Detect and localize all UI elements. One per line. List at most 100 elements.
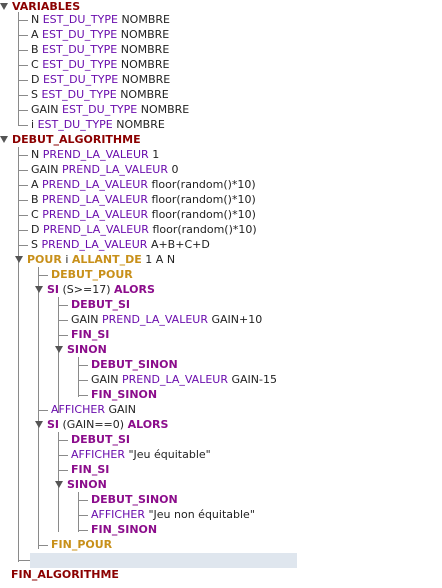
si-node[interactable]: SI (GAIN==0) ALORS [35, 418, 168, 432]
keyword: EST_DU_TYPE [42, 58, 118, 71]
afficher-line[interactable]: AFFICHER "Jeu équitable" [71, 448, 211, 462]
value: GAIN+10 [211, 313, 263, 326]
assign-line[interactable]: D PREND_LA_VALEUR floor(random()*10) [31, 223, 257, 237]
value: "Jeu non équitable" [148, 508, 255, 521]
variable-line[interactable]: C EST_DU_TYPE NOMBRE [31, 58, 169, 72]
expand-triangle-icon[interactable] [0, 135, 8, 143]
value: GAIN [108, 403, 136, 416]
sinon-node[interactable]: SINON [55, 343, 107, 357]
tree-connector [78, 530, 88, 531]
fin-si-line[interactable]: FIN_SI [71, 328, 109, 342]
tree-connector [58, 297, 59, 413]
keyword: PREND_LA_VALEUR [62, 163, 168, 176]
assign-line[interactable]: C PREND_LA_VALEUR floor(random()*10) [31, 208, 256, 222]
assign-line[interactable]: B PREND_LA_VALEUR floor(random()*10) [31, 193, 256, 207]
value: "Jeu équitable" [128, 448, 211, 461]
fin-algorithme-line[interactable]: FIN_ALGORITHME [11, 568, 119, 582]
tree-connector [58, 440, 68, 441]
debut-pour-line[interactable]: DEBUT_POUR [51, 268, 133, 282]
afficher-line[interactable]: AFFICHER "Jeu non équitable" [91, 508, 255, 522]
var-name: B [31, 43, 39, 56]
var-name: N [31, 148, 40, 161]
value: 0 [171, 163, 179, 176]
var-name: B [31, 193, 39, 206]
var-name: i [31, 118, 35, 131]
alors-keyword: ALORS [127, 418, 169, 431]
keyword: PREND_LA_VALEUR [42, 193, 148, 206]
debut-si-label: DEBUT_SI [71, 433, 130, 446]
fin-si-label: FIN_SI [71, 328, 110, 341]
debut-pour-label: DEBUT_POUR [51, 268, 133, 281]
fin-pour-line[interactable]: FIN_POUR [51, 538, 112, 552]
tree-connector [18, 12, 19, 125]
variable-line[interactable]: i EST_DU_TYPE NOMBRE [31, 118, 165, 132]
assign-line[interactable]: GAIN PREND_LA_VALEUR 0 [31, 163, 178, 177]
assign-line[interactable]: N PREND_LA_VALEUR 1 [31, 148, 159, 162]
tree-connector [18, 200, 28, 201]
tree-connector [18, 35, 28, 36]
tree-connector [18, 110, 28, 111]
variables-node[interactable]: VARIABLES [0, 0, 80, 14]
variable-line[interactable]: S EST_DU_TYPE NOMBRE [31, 88, 169, 102]
tree-connector [18, 215, 28, 216]
debut-si-line[interactable]: DEBUT_SI [71, 433, 130, 447]
variable-line[interactable]: GAIN EST_DU_TYPE NOMBRE [31, 103, 189, 117]
fin-pour-label: FIN_POUR [51, 538, 113, 551]
tree-connector [18, 147, 19, 562]
var-type: NOMBRE [120, 88, 169, 101]
tree-connector [78, 515, 88, 516]
debut-algorithme-node[interactable]: DEBUT_ALGORITHME [0, 133, 141, 147]
variable-line[interactable]: A EST_DU_TYPE NOMBRE [31, 28, 169, 42]
fin-si-line[interactable]: FIN_SI [71, 463, 109, 477]
variable-line[interactable]: N EST_DU_TYPE NOMBRE [31, 13, 170, 27]
value: floor(random()*10) [151, 193, 256, 206]
tree-connector [18, 20, 28, 21]
sinon-label: SINON [67, 343, 107, 356]
debut-sinon-line[interactable]: DEBUT_SINON [91, 358, 178, 372]
fin-sinon-line[interactable]: FIN_SINON [91, 388, 157, 402]
tree-connector [58, 305, 68, 306]
value: 1 [152, 148, 160, 161]
expand-triangle-icon[interactable] [35, 285, 43, 293]
tree-connector [58, 470, 68, 471]
fin-sinon-line[interactable]: FIN_SINON [91, 523, 157, 537]
variable-line[interactable]: B EST_DU_TYPE NOMBRE [31, 43, 169, 57]
tree-connector [18, 230, 28, 231]
expand-triangle-icon[interactable] [55, 480, 63, 488]
assign-line[interactable]: S PREND_LA_VALEUR A+B+C+D [31, 238, 210, 252]
selected-empty-line[interactable] [30, 553, 297, 568]
var-name: GAIN [71, 313, 99, 326]
tree-connector [18, 185, 28, 186]
afficher-line[interactable]: AFFICHER GAIN [51, 403, 136, 417]
tree-connector [18, 245, 28, 246]
var-name: GAIN [91, 373, 119, 386]
var-type: NOMBRE [140, 103, 190, 116]
expand-triangle-icon[interactable] [55, 345, 63, 353]
debut-sinon-line[interactable]: DEBUT_SINON [91, 493, 178, 507]
assign-line[interactable]: GAIN PREND_LA_VALEUR GAIN+10 [71, 313, 262, 327]
expand-triangle-icon[interactable] [15, 255, 23, 263]
tree-connector [18, 155, 28, 156]
pour-node[interactable]: POUR i ALLANT_DE 1 A N [15, 253, 175, 267]
assign-line[interactable]: A PREND_LA_VALEUR floor(random()*10) [31, 178, 256, 192]
fin-sinon-label: FIN_SINON [91, 388, 158, 401]
value: A+B+C+D [150, 238, 210, 251]
assign-line[interactable]: GAIN PREND_LA_VALEUR GAIN-15 [91, 373, 277, 387]
expand-triangle-icon[interactable] [35, 420, 43, 428]
si-keyword: SI [47, 283, 60, 296]
loop-var: i [65, 253, 69, 266]
variable-line[interactable]: D EST_DU_TYPE NOMBRE [31, 73, 170, 87]
tree-connector [78, 500, 88, 501]
si-keyword: SI [47, 418, 60, 431]
si-node[interactable]: SI (S>=17) ALORS [35, 283, 155, 297]
keyword: PREND_LA_VALEUR [42, 223, 149, 236]
keyword: EST_DU_TYPE [41, 88, 117, 101]
allant-de-keyword: ALLANT_DE [71, 253, 142, 266]
tree-connector [18, 125, 28, 126]
tree-connector [18, 50, 28, 51]
tree-connector [58, 455, 68, 456]
debut-si-line[interactable]: DEBUT_SI [71, 298, 130, 312]
expand-triangle-icon[interactable] [0, 2, 8, 10]
sinon-node[interactable]: SINON [55, 478, 107, 492]
